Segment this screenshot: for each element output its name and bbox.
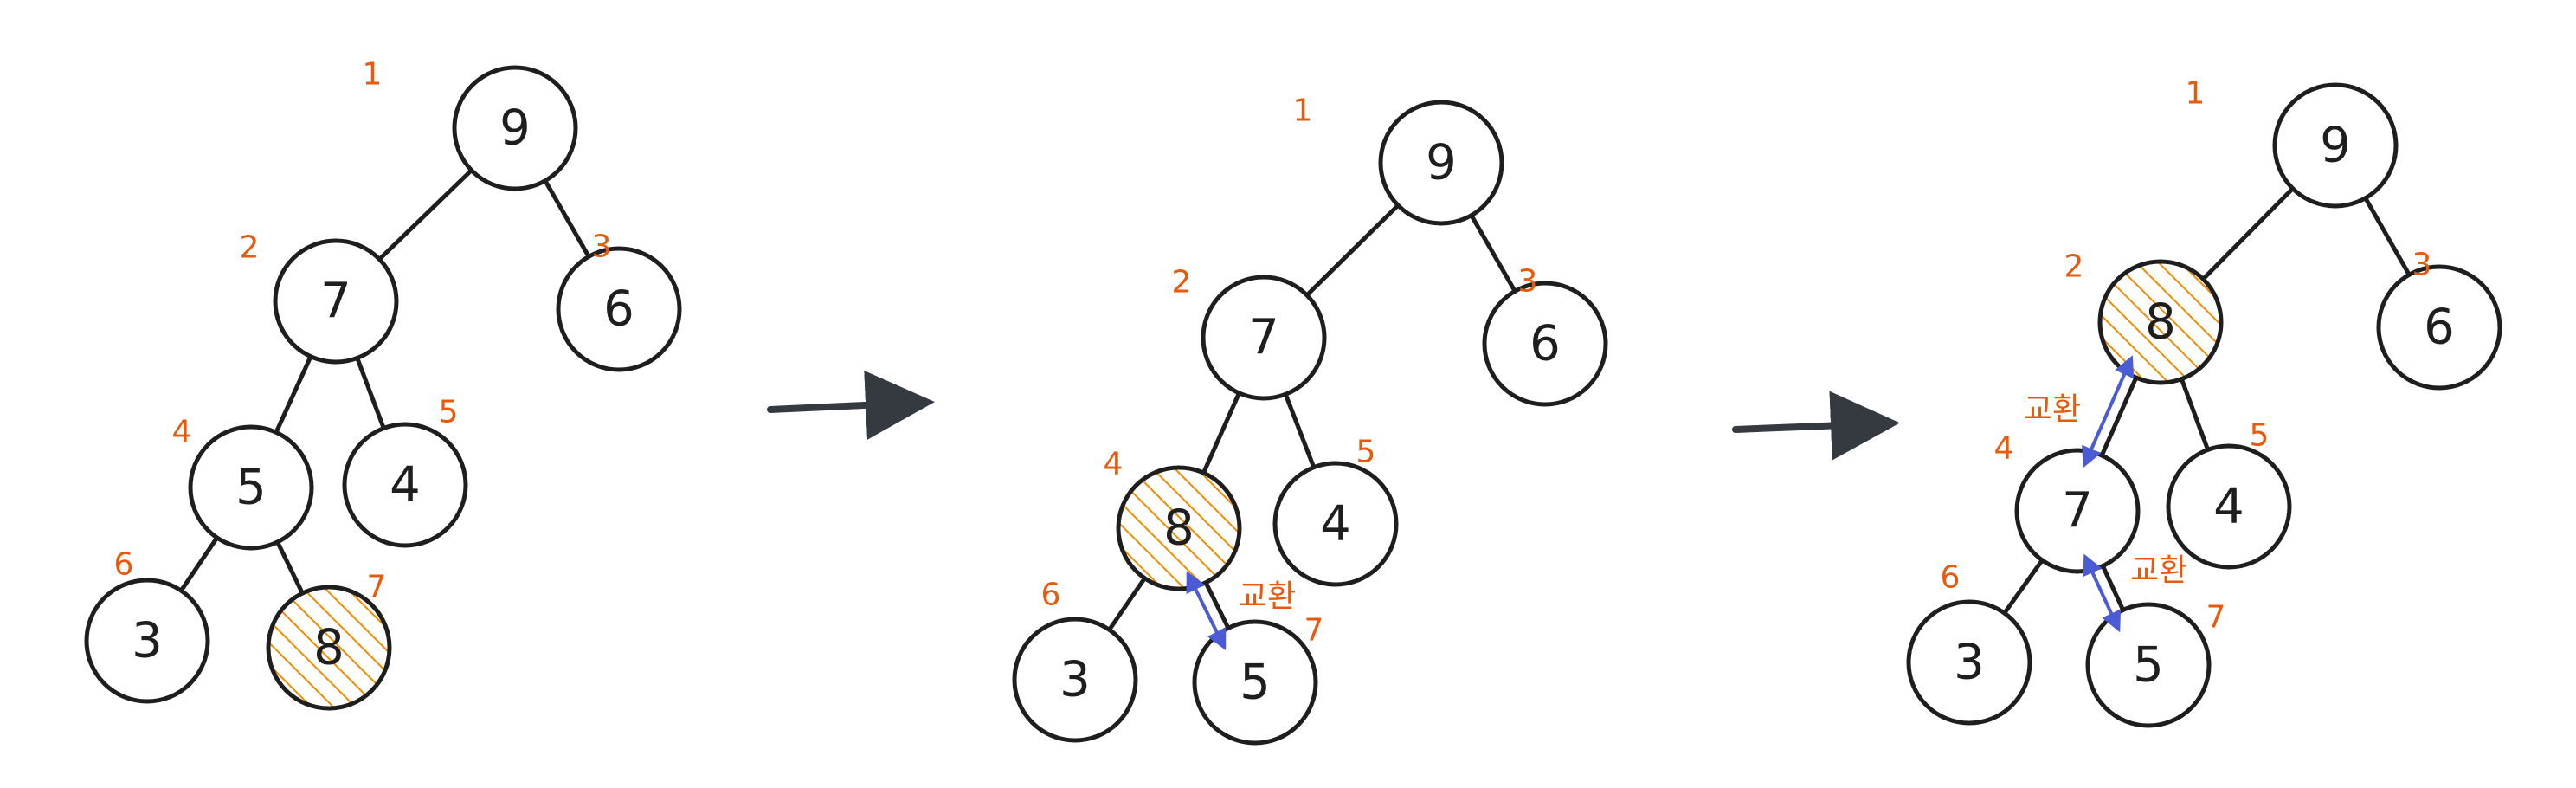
- highlighted-node-circle: [2097, 259, 2224, 385]
- node-index-label: 3: [1518, 264, 1538, 300]
- node-index-label: 4: [172, 415, 192, 450]
- node-circle: [1012, 617, 1138, 743]
- node-index-label: 5: [1356, 435, 1376, 470]
- node-index-label: 3: [2412, 248, 2432, 283]
- node-value: 9: [2320, 118, 2351, 174]
- node-value: 3: [132, 613, 163, 669]
- node-value: 6: [1530, 316, 1561, 372]
- node-circle: [2085, 602, 2212, 728]
- edge-4-6: [178, 535, 220, 593]
- node-value: 4: [2213, 479, 2244, 535]
- node-index-label: 6: [1041, 578, 1061, 613]
- node-circle: [1906, 599, 2032, 726]
- edge-2-5: [1283, 391, 1317, 470]
- node-circle: [2376, 264, 2502, 391]
- swap-label: 교환: [2024, 392, 2081, 428]
- node-circle: [1272, 461, 1399, 587]
- node-index-label: 5: [2250, 418, 2270, 454]
- node-circle: [1482, 281, 1608, 407]
- node-index-label: 5: [439, 395, 459, 430]
- node-value: 6: [603, 281, 634, 338]
- node-value: 9: [1426, 135, 1457, 191]
- node-value: 7: [320, 274, 351, 330]
- swap-label: 교환: [2130, 553, 2187, 589]
- node-index-label: 4: [1994, 431, 2014, 467]
- edge-1-3: [2363, 196, 2412, 277]
- node-value: 5: [2133, 637, 2164, 694]
- node-value: 6: [2424, 300, 2455, 356]
- node-circle: [2272, 82, 2399, 209]
- swap-label: 교환: [1239, 579, 1296, 615]
- node-index-label: 1: [2186, 76, 2206, 112]
- swap-arrow: [2083, 553, 2122, 633]
- node-circle: [452, 65, 578, 191]
- node-value: 7: [2062, 483, 2093, 539]
- node-circle: [1192, 619, 1318, 746]
- node-index-label: 7: [367, 570, 387, 605]
- node-value: 3: [1954, 635, 1985, 691]
- node-index-label: 6: [1941, 560, 1961, 596]
- node-index-label: 2: [1172, 265, 1192, 300]
- node-value: 4: [1320, 496, 1351, 552]
- flow-arrow-1: [767, 370, 935, 440]
- node-index-label: 7: [2206, 600, 2226, 636]
- node-value: 5: [235, 460, 267, 516]
- node-circle: [84, 578, 210, 704]
- node-circle: [2166, 443, 2292, 570]
- node-index-label: 4: [1104, 447, 1124, 482]
- edge-1-3: [1469, 213, 1517, 294]
- edge-1-2: [377, 168, 474, 262]
- node-circle: [188, 424, 314, 551]
- highlighted-node-circle: [1116, 465, 1242, 591]
- node-index-label: 2: [2064, 249, 2084, 285]
- node-value: 9: [499, 100, 531, 157]
- flow-arrow-2: [1732, 391, 1900, 461]
- edge-4-7: [275, 539, 305, 596]
- node-index-label: 7: [1304, 613, 1324, 649]
- node-value: 8: [1163, 501, 1195, 557]
- node-index-label: 2: [240, 230, 260, 266]
- edge-4-6: [2002, 558, 2045, 616]
- highlighted-node-circle: [266, 585, 392, 711]
- node-circle: [1201, 275, 1327, 401]
- edge-2-5: [355, 355, 386, 431]
- swap-arrow: [1186, 571, 1227, 651]
- node-value: 7: [1248, 310, 1279, 366]
- node-index-label: 6: [114, 547, 134, 583]
- edge-2-5: [2179, 377, 2211, 452]
- node-index-label: 1: [363, 57, 383, 93]
- node-circle: [273, 238, 399, 365]
- node-value: 8: [2145, 294, 2176, 351]
- node-circle: [2014, 448, 2141, 574]
- edge-4-7: [1203, 580, 1231, 630]
- node-value: 5: [1240, 655, 1271, 711]
- swap-arrow: [2082, 355, 2135, 468]
- node-circle: [556, 246, 682, 372]
- node-value: 3: [1059, 652, 1091, 708]
- edge-1-3: [543, 178, 591, 259]
- node-value: 4: [390, 457, 421, 513]
- node-value: 8: [313, 620, 345, 676]
- trees-layer: 9172635445368791726384453657교환9182637445…: [84, 57, 2502, 746]
- node-circle: [1378, 100, 1504, 226]
- edge-4-6: [1107, 576, 1147, 632]
- edge-1-2: [2200, 186, 2296, 281]
- node-index-label: 3: [592, 229, 612, 265]
- edge-1-2: [1304, 203, 1401, 298]
- edge-2-4: [274, 354, 313, 435]
- node-index-label: 1: [1293, 94, 1313, 129]
- edge-2-4: [1201, 391, 1242, 475]
- node-circle: [342, 422, 468, 548]
